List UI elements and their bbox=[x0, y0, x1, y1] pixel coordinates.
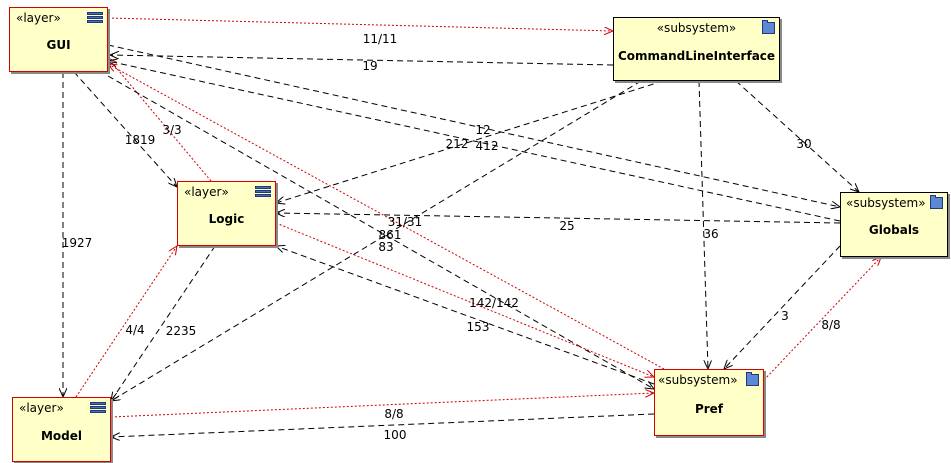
folder-icon bbox=[746, 372, 759, 386]
edge-label-gui-model: 1927 bbox=[62, 236, 93, 250]
node-pref-name: Pref bbox=[694, 402, 724, 416]
edge-label-cli-logic: 212 bbox=[446, 137, 469, 151]
folder-icon bbox=[930, 195, 943, 209]
edge-logic-pref bbox=[275, 222, 654, 377]
edge-label-logic-model: 2235 bbox=[166, 324, 197, 338]
node-model-name: Model bbox=[40, 429, 83, 443]
edge-label-globals-gui: 412 bbox=[476, 139, 499, 153]
node-model-stereotype: «layer» bbox=[19, 401, 64, 415]
edge-label-gui-logic: 1819 bbox=[125, 133, 156, 147]
edge-gui-globals bbox=[107, 44, 840, 207]
node-pref[interactable]: «subsystem» Pref bbox=[654, 369, 764, 436]
node-commandlineinterface-name: CommandLineInterface bbox=[617, 49, 776, 63]
edge-label-pref-logic: 153 bbox=[467, 320, 490, 334]
layer-icon bbox=[255, 186, 271, 199]
folder-icon bbox=[762, 20, 775, 34]
edge-label-globals-pref: 3 bbox=[781, 309, 789, 323]
edge-label-gui-pref: 861 bbox=[379, 228, 402, 242]
edge-globals-pref bbox=[724, 245, 841, 369]
edge-label-pref-globals: 8/8 bbox=[821, 318, 840, 332]
edge-cli-pref bbox=[698, 80, 708, 369]
edge-label-globals-logic: 25 bbox=[559, 219, 574, 233]
edge-label-gui-cli: 11/11 bbox=[363, 32, 398, 46]
edge-pref-globals bbox=[763, 257, 881, 381]
edge-label-cli-globals: 30 bbox=[796, 137, 811, 151]
edge-logic-model bbox=[111, 245, 216, 401]
node-globals-name: Globals bbox=[868, 223, 920, 237]
node-commandlineinterface[interactable]: «subsystem» CommandLineInterface bbox=[613, 17, 780, 81]
node-logic-stereotype: «layer» bbox=[184, 185, 229, 199]
layer-icon bbox=[90, 402, 106, 415]
node-gui-name: GUI bbox=[46, 38, 71, 52]
edge-pref-gui bbox=[108, 64, 665, 370]
node-logic-name: Logic bbox=[208, 212, 245, 226]
edge-label-model-logic: 4/4 bbox=[125, 323, 144, 337]
edge-label-pref-model: 100 bbox=[384, 428, 407, 442]
edge-cli-logic bbox=[276, 80, 664, 203]
edge-globals-gui bbox=[108, 61, 841, 222]
edge-gui-cli bbox=[107, 17, 613, 31]
edge-cli-globals bbox=[735, 80, 859, 192]
edge-label-model-pref: 8/8 bbox=[384, 407, 403, 421]
edge-cli-model bbox=[111, 80, 642, 401]
node-pref-stereotype: «subsystem» bbox=[658, 373, 738, 387]
edge-cli-gui bbox=[110, 55, 614, 66]
node-logic[interactable]: «layer» Logic bbox=[177, 181, 276, 246]
node-gui-stereotype: «layer» bbox=[16, 11, 61, 25]
node-globals-stereotype: «subsystem» bbox=[846, 196, 926, 210]
edge-label-pref-gui: 31/31 bbox=[388, 215, 423, 229]
edge-label-gui-globals: 12 bbox=[475, 123, 490, 137]
edge-model-logic bbox=[75, 246, 177, 398]
node-gui[interactable]: «layer» GUI bbox=[9, 7, 108, 72]
edge-model-pref bbox=[110, 393, 654, 418]
layer-icon bbox=[87, 12, 103, 25]
edge-pref-logic bbox=[276, 246, 655, 385]
node-commandlineinterface-stereotype: «subsystem» bbox=[656, 21, 737, 35]
edge-globals-logic bbox=[276, 213, 841, 224]
edge-label-logic-gui: 3/3 bbox=[162, 123, 181, 137]
edge-logic-gui bbox=[108, 58, 212, 182]
edge-gui-logic bbox=[73, 71, 177, 187]
node-globals[interactable]: «subsystem» Globals bbox=[840, 192, 948, 257]
edge-label-cli-pref: 36 bbox=[703, 227, 718, 241]
edge-gui-pref bbox=[107, 75, 654, 389]
edge-label-logic-pref: 142/142 bbox=[469, 296, 519, 310]
edge-pref-model bbox=[111, 413, 655, 437]
edge-label-cli-gui: 19 bbox=[362, 59, 377, 73]
edge-label-cli-model: 83 bbox=[378, 240, 393, 254]
node-model[interactable]: «layer» Model bbox=[12, 397, 111, 462]
